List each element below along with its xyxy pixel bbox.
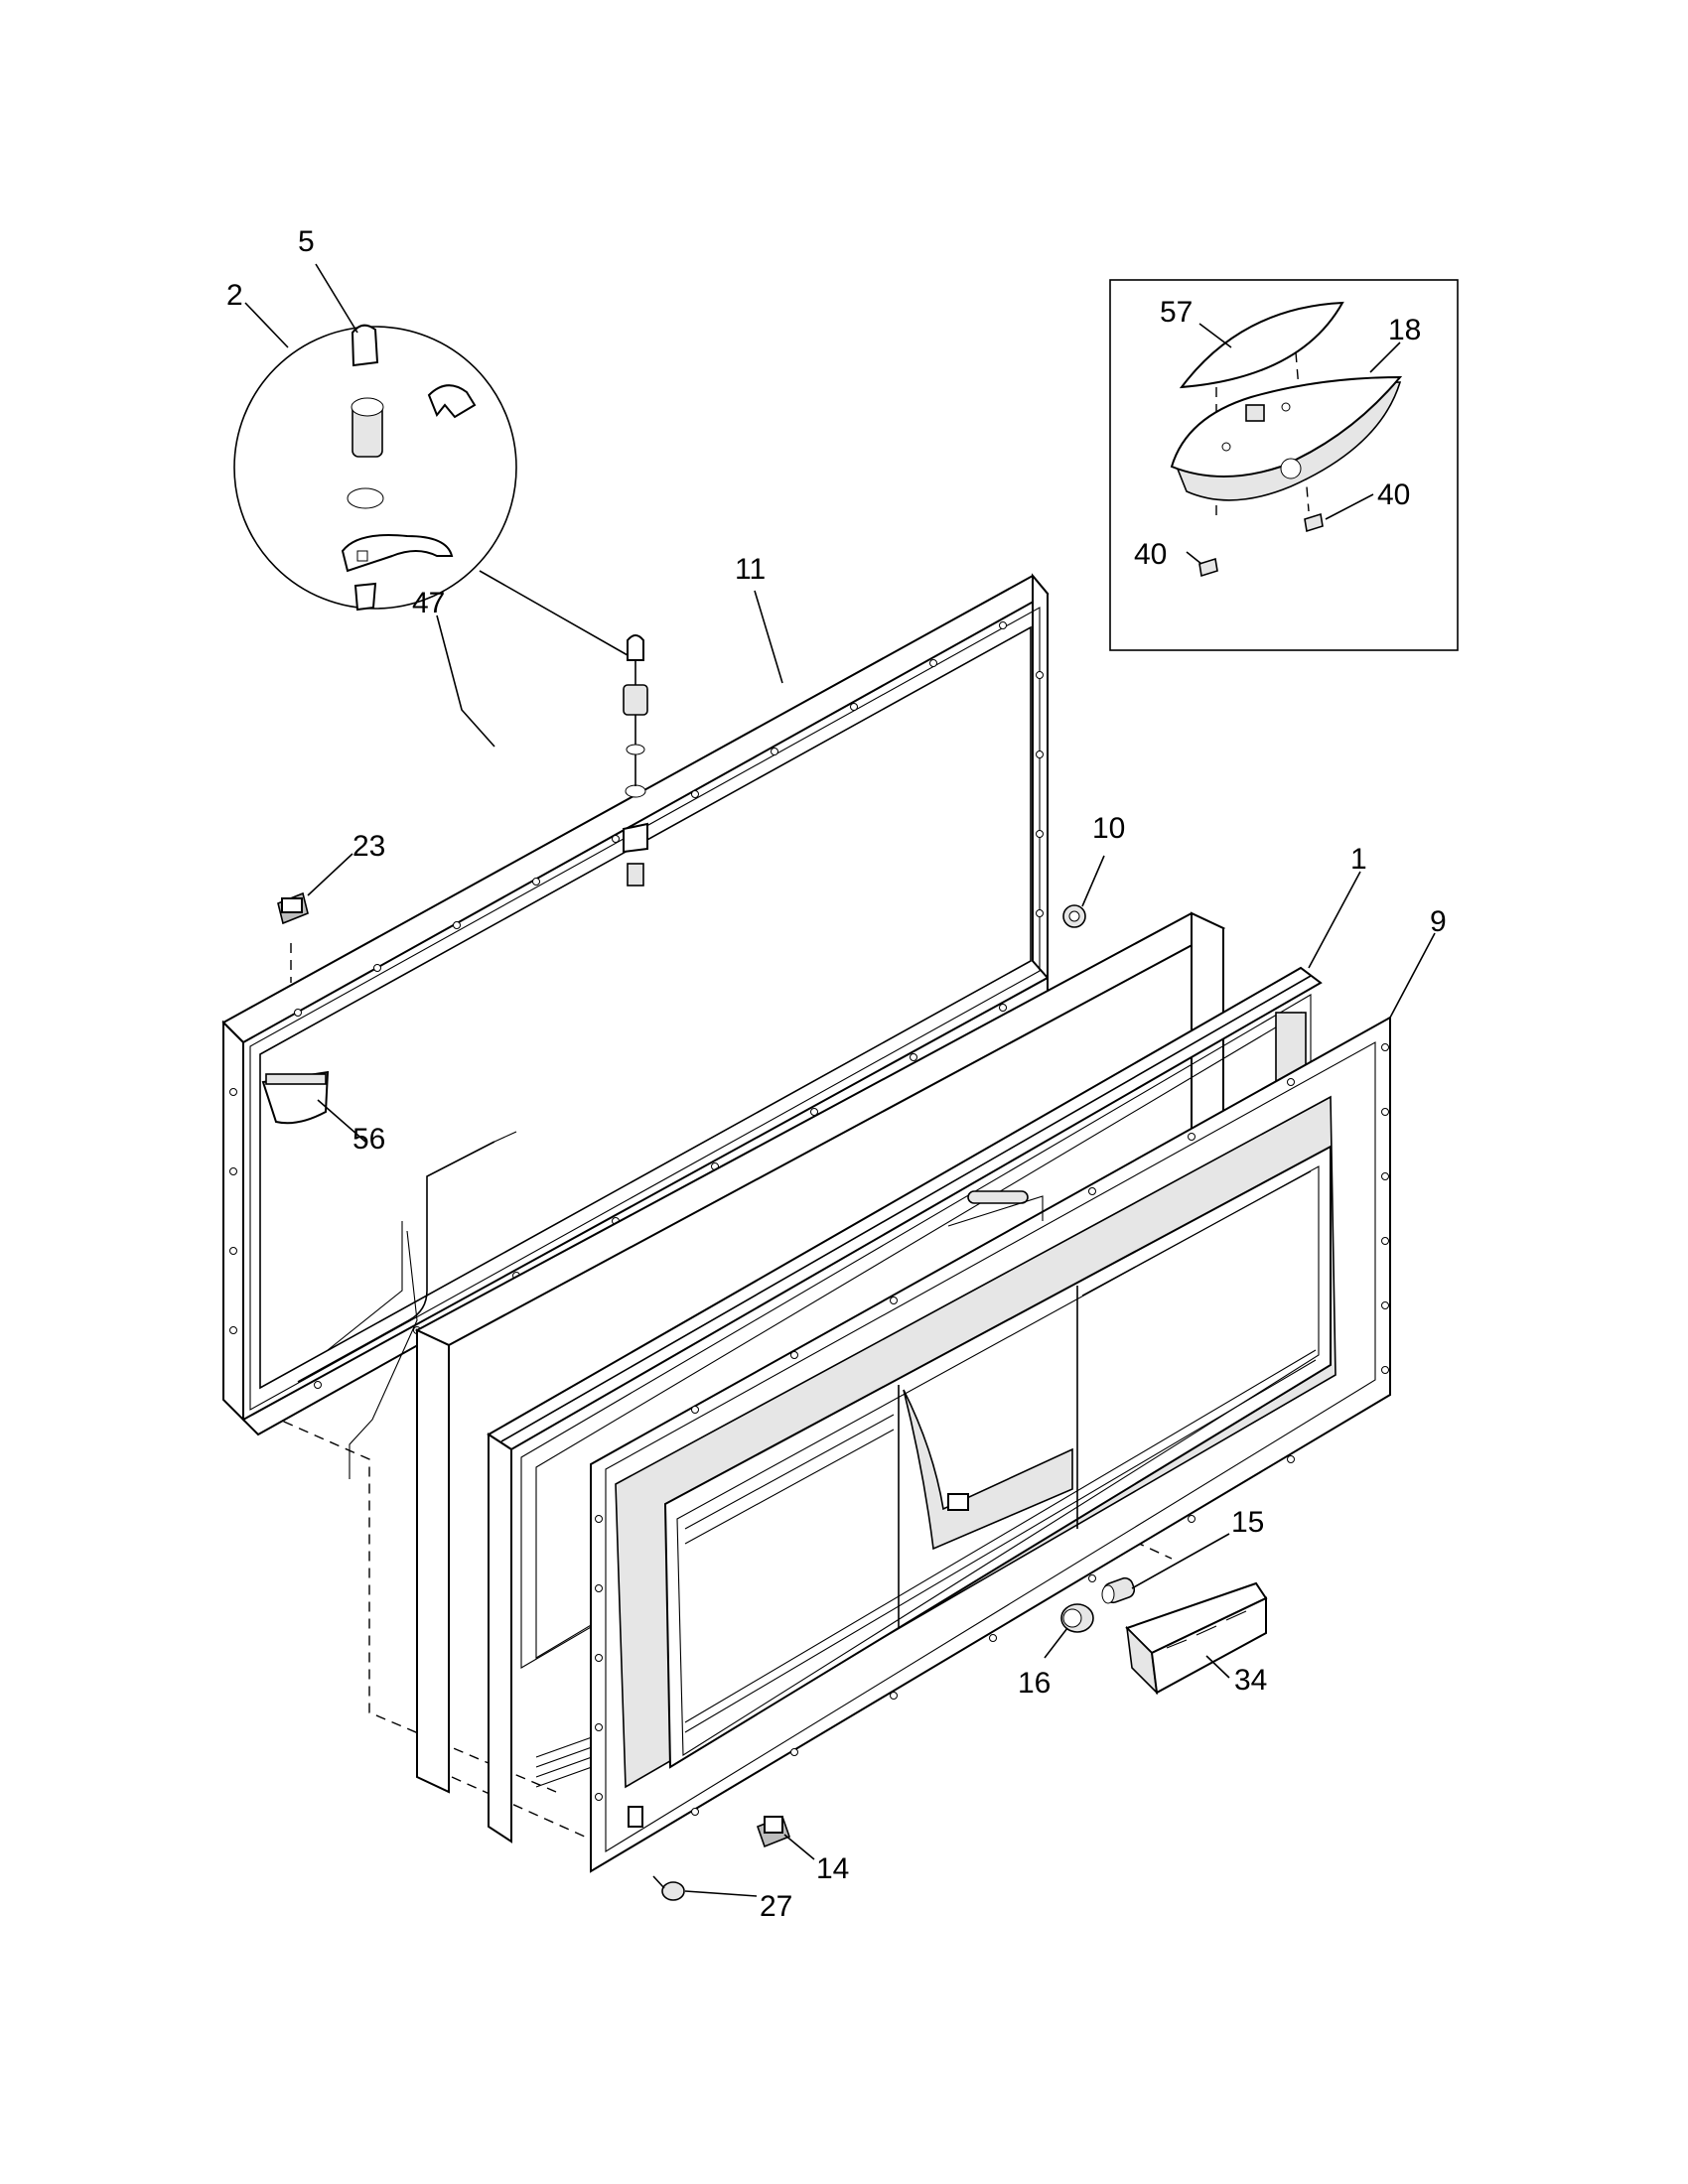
- front-panel-holes: [595, 1043, 1389, 1816]
- hanger-bracket: [261, 1070, 330, 1125]
- callout-2: 2: [226, 279, 243, 312]
- callout-40-left: 40: [1134, 538, 1167, 571]
- callout-56: 56: [352, 1123, 385, 1156]
- lock-kit-detail-circle: [233, 324, 629, 656]
- callout-23: 23: [352, 830, 385, 863]
- lock-assembly-installed: [623, 634, 648, 887]
- callout-57: 57: [1160, 296, 1193, 329]
- callout-14: 14: [816, 1852, 849, 1885]
- callout-47: 47: [412, 587, 445, 619]
- handle-detail-inset: [1109, 279, 1459, 651]
- door-front-panel: [590, 1016, 1391, 1873]
- latch-clip: [277, 891, 309, 925]
- door-switch: [756, 1815, 791, 1848]
- callout-27: 27: [760, 1890, 792, 1923]
- callout-15: 15: [1231, 1506, 1264, 1539]
- callout-34: 34: [1234, 1664, 1267, 1697]
- signal-light-socket: [1101, 1576, 1136, 1604]
- control-trim-plate: [1125, 1581, 1268, 1696]
- callout-40-right: 40: [1377, 478, 1410, 511]
- gasket-frame-holes: [229, 621, 1044, 1389]
- wire-harness: [327, 1131, 517, 1479]
- callout-18: 18: [1388, 314, 1421, 346]
- drain-tube: [297, 1141, 495, 1383]
- callout-labels: 2 5 11 23 10 1 9 47 56 15 16 34 14 27 57…: [226, 225, 1447, 1923]
- hinge-plug: [1062, 904, 1086, 928]
- screw: [652, 1875, 685, 1901]
- signal-light-lens: [1060, 1603, 1094, 1633]
- leader-lines: [244, 263, 1436, 1897]
- callout-10: 10: [1092, 812, 1125, 845]
- callout-11: 11: [735, 553, 766, 586]
- callout-1: 1: [1350, 843, 1367, 876]
- callout-16: 16: [1018, 1667, 1051, 1700]
- callout-9: 9: [1430, 905, 1447, 938]
- callout-5: 5: [298, 225, 315, 258]
